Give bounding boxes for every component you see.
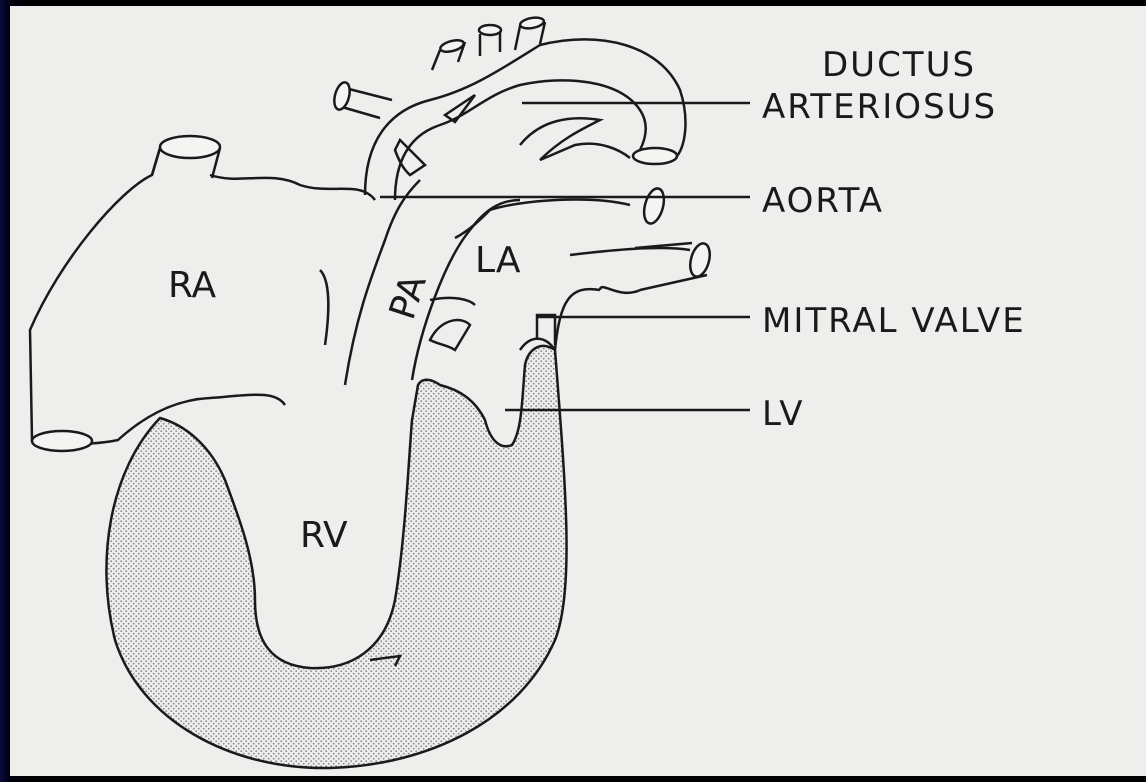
label-rv: RV xyxy=(300,515,348,556)
label-la: LA xyxy=(475,240,521,281)
arch-inner-curve xyxy=(520,118,600,160)
pa-valve xyxy=(430,320,470,350)
label-mitral-valve: MITRAL VALVE xyxy=(762,301,1026,341)
rpa-opening xyxy=(332,81,353,112)
svc-left-wall xyxy=(152,148,160,175)
label-ductus: DUCTUS xyxy=(822,45,976,85)
label-ra: RA xyxy=(168,265,217,306)
ivc-opening xyxy=(32,431,92,451)
label-arteriosus: ARTERIOSUS xyxy=(762,87,997,127)
label-lv: LV xyxy=(762,394,804,434)
lv-myocardium xyxy=(106,346,566,768)
descending-aorta-opening xyxy=(633,148,677,164)
aortic-arch xyxy=(365,39,685,200)
svc-opening xyxy=(160,136,220,158)
pulmonary-vein-upper xyxy=(641,186,668,225)
label-aorta: AORTA xyxy=(762,181,884,221)
pulmonary-vein-lower xyxy=(687,241,713,279)
arch-branches xyxy=(432,16,545,70)
